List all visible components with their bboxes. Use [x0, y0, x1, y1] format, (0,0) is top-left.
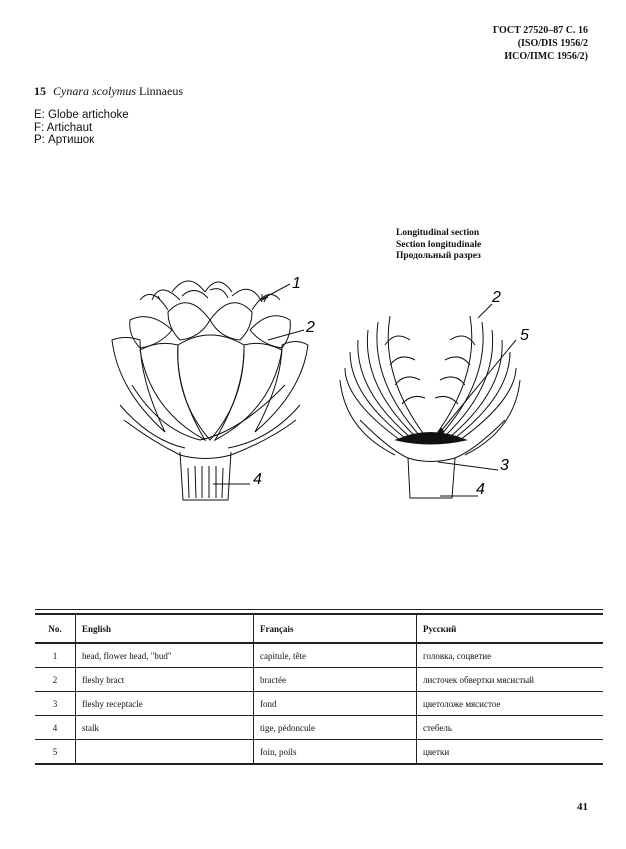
- section-base: [359, 419, 506, 462]
- cell-english: stalk: [75, 715, 254, 740]
- right-leader-lines: [435, 303, 517, 497]
- bract-left-outer: [111, 337, 166, 433]
- cell-no: 3: [35, 691, 76, 716]
- cell-english: [75, 739, 254, 765]
- cell-french: foin, poils: [253, 739, 417, 765]
- name-french: F: Artichaut: [34, 121, 93, 134]
- terms-table: No. English Français Русский 1 head, flo…: [35, 613, 603, 765]
- figure-label-3: 3: [500, 457, 509, 474]
- species-author: Linnaeus: [139, 84, 183, 98]
- cell-russian: головка, соцветие: [416, 643, 603, 668]
- cell-french: tige, pédoncule: [253, 715, 417, 740]
- species-title: 15 Cynara scolymus Linnaeus: [34, 84, 183, 99]
- caption-french: Section longitudinale: [396, 239, 482, 250]
- table-header-row: No. English Français Русский: [35, 613, 603, 644]
- cell-no: 2: [35, 667, 76, 692]
- document-header: ГОСТ 27520–87 С. 16 (ISO/DIS 1956/2 ИСО/…: [493, 24, 588, 63]
- leader-3: [437, 461, 499, 471]
- stalk-ribs: [187, 465, 224, 499]
- standard-code: ГОСТ 27520–87 С. 16: [492, 25, 588, 36]
- iso-reference: (ISO/DIS 1956/2: [517, 38, 588, 49]
- bract-center: [177, 334, 245, 441]
- figure-label-4-section: 4: [476, 481, 485, 498]
- figure-label-2-section: 2: [491, 289, 501, 306]
- header-english: English: [75, 613, 254, 644]
- stalk-outline: [179, 451, 232, 501]
- cell-russian: стебель: [416, 715, 603, 740]
- table-row: 2 fleshy bract bractée листочек обвертки…: [35, 667, 603, 692]
- leader-2: [267, 329, 305, 341]
- name-russian: P: Артишок: [34, 134, 95, 146]
- iso-reference-ru: ИСО/ПМС 1956/2): [504, 51, 588, 62]
- table-row: 3 fleshy receptacle fond цветоложе мясис…: [35, 691, 603, 716]
- header-no: No.: [35, 613, 76, 644]
- table-row: 1 head, flower head, "bud" capitule, têt…: [35, 643, 603, 668]
- header-french: Français: [253, 613, 417, 644]
- base-curve: [123, 419, 297, 459]
- header-russian: Русский: [416, 613, 603, 644]
- figure-label-2: 2: [305, 319, 315, 336]
- receptacle-hairs: [394, 432, 468, 445]
- table-row: 4 stalk tige, pédoncule стебель: [35, 715, 603, 740]
- section-stalk: [407, 457, 456, 499]
- caption-english: Longitudinal section: [396, 228, 480, 238]
- cell-no: 5: [35, 739, 76, 765]
- figure-label-1: 1: [292, 275, 301, 292]
- base-bracts: [119, 404, 301, 449]
- caption-russian: Продольный разрез: [396, 251, 481, 261]
- table-row: 5 foin, poils цветки: [35, 739, 603, 765]
- page-number: 41: [577, 801, 588, 813]
- cell-russian: цветки: [416, 739, 603, 765]
- cell-english: fleshy bract: [75, 667, 254, 692]
- left-leader-lines: [213, 283, 305, 485]
- cell-french: capitule, tête: [253, 643, 417, 668]
- table-top-rule: [35, 609, 603, 610]
- common-names: E: Globe artichoke F: Artichaut P: Артиш…: [34, 109, 129, 147]
- name-english: E: Globe artichoke: [34, 109, 129, 121]
- figure-label-5: 5: [520, 327, 529, 344]
- cell-russian: цветоложе мясистое: [416, 691, 603, 716]
- cell-french: fond: [253, 691, 417, 716]
- artichoke-exterior-drawing: [111, 280, 309, 501]
- cell-russian: листочек обвертки мясистый: [416, 667, 603, 692]
- figure-label-4: 4: [253, 471, 262, 488]
- species-number: 15: [34, 84, 46, 98]
- leader-2b: [477, 303, 493, 319]
- cell-french: bractée: [253, 667, 417, 692]
- cell-english: head, flower head, "bud": [75, 643, 254, 668]
- species-latin-name: Cynara scolymus: [53, 84, 136, 98]
- cell-english: fleshy receptacle: [75, 691, 254, 716]
- leader-5: [436, 339, 517, 437]
- terms-table-container: No. English Français Русский 1 head, flo…: [35, 613, 603, 765]
- cell-no: 1: [35, 643, 76, 668]
- artichoke-section-drawing: [339, 315, 521, 499]
- bract-right-outer: [254, 341, 309, 433]
- section-caption: Longitudinal section Section longitudina…: [396, 228, 481, 263]
- leader-1: [261, 283, 291, 300]
- cell-no: 4: [35, 715, 76, 740]
- leader-1-arrow: [261, 294, 269, 301]
